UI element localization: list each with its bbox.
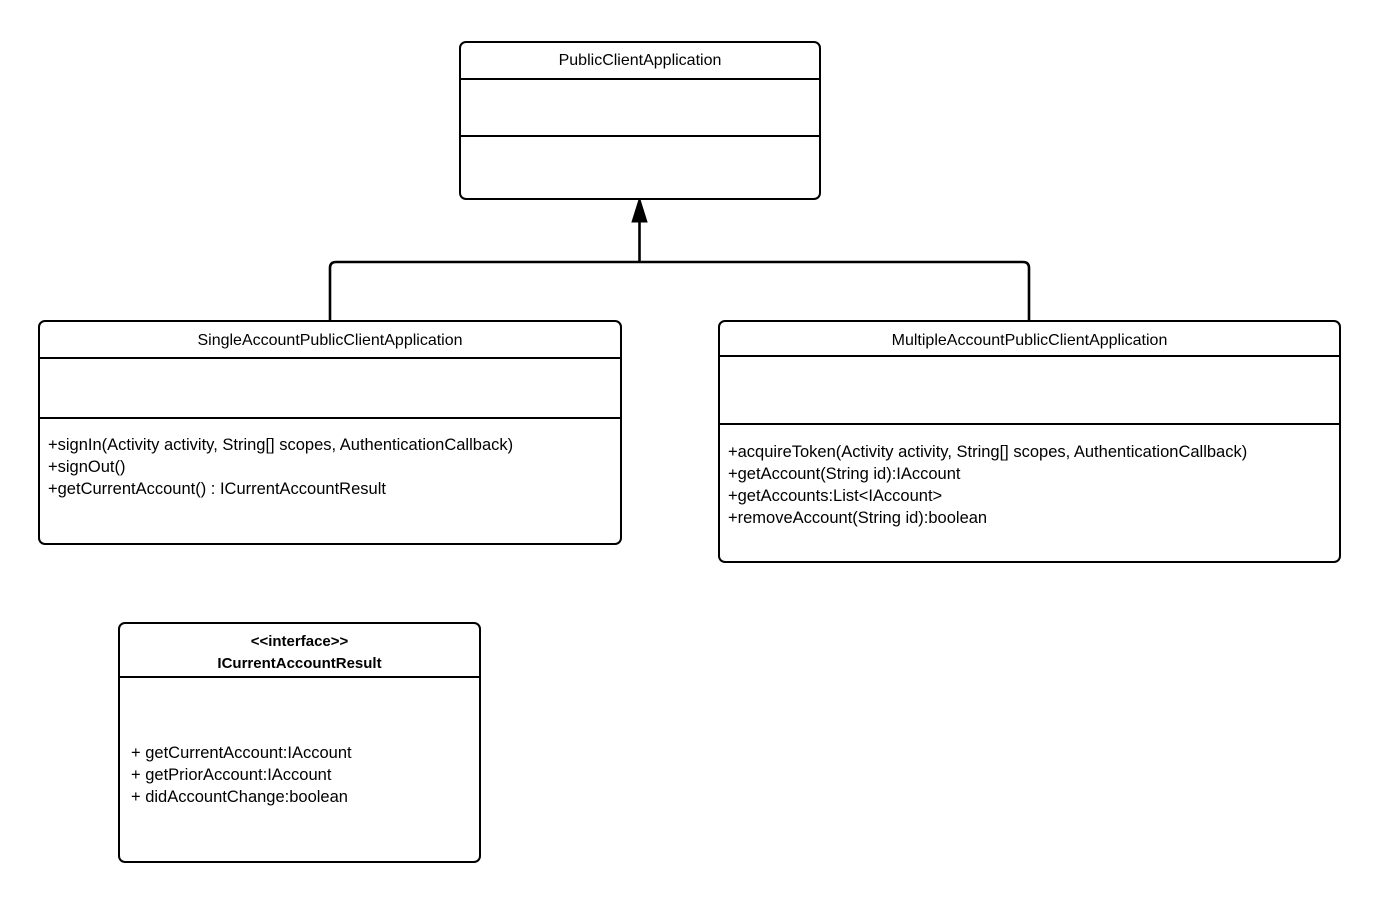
inheritance-arrowhead	[631, 196, 648, 223]
class-name-multiple-account-public-client-application: MultipleAccountPublicClientApplication	[891, 332, 1168, 349]
operation-sign-in: +signIn(Activity activity, String[] scop…	[48, 436, 514, 454]
interface-operations-compartment: + getCurrentAccount:IAccount + getPriorA…	[120, 678, 479, 808]
operation-get-account: +getAccount(String id):IAccount	[728, 465, 961, 483]
operation-get-accounts: +getAccounts:List<IAccount>	[728, 487, 943, 505]
class-title-compartment: SingleAccountPublicClientApplication	[40, 322, 620, 359]
operation-did-account-change: + didAccountChange:boolean	[131, 788, 348, 806]
class-box-public-client-application[interactable]: PublicClientApplication	[459, 41, 821, 200]
class-title-compartment: MultipleAccountPublicClientApplication	[720, 322, 1339, 357]
class-operations-compartment: +acquireToken(Activity activity, String[…	[720, 425, 1339, 529]
class-name-single-account-public-client-application: SingleAccountPublicClientApplication	[197, 332, 463, 349]
class-attributes-compartment	[461, 80, 819, 137]
class-operations-compartment	[461, 137, 819, 197]
class-title-compartment: PublicClientApplication	[461, 43, 819, 80]
class-attributes-compartment	[40, 359, 620, 419]
interface-box-icurrent-account-result[interactable]: <<interface>> ICurrentAccountResult + ge…	[118, 622, 481, 863]
class-attributes-compartment	[720, 357, 1339, 425]
operation-acquire-token: +acquireToken(Activity activity, String[…	[728, 443, 1248, 461]
interface-title-compartment: <<interface>> ICurrentAccountResult	[120, 624, 479, 678]
operation-get-prior-account: + getPriorAccount:IAccount	[131, 766, 332, 784]
operation-get-current-account: + getCurrentAccount:IAccount	[131, 744, 352, 762]
operation-sign-out: +signOut()	[48, 458, 126, 476]
operation-get-current-account: +getCurrentAccount() : ICurrentAccountRe…	[48, 480, 386, 498]
generalization-bus	[328, 260, 1031, 321]
operation-remove-account: +removeAccount(String id):boolean	[728, 509, 988, 527]
class-operations-compartment: +signIn(Activity activity, String[] scop…	[40, 419, 620, 500]
class-box-multiple-account-public-client-application[interactable]: MultipleAccountPublicClientApplication +…	[718, 320, 1341, 563]
class-name-public-client-application: PublicClientApplication	[558, 52, 722, 69]
interface-stereotype-label: <<interface>>	[250, 633, 349, 650]
interface-name-icurrent-account-result: ICurrentAccountResult	[217, 655, 382, 672]
class-box-single-account-public-client-application[interactable]: SingleAccountPublicClientApplication +si…	[38, 320, 622, 545]
